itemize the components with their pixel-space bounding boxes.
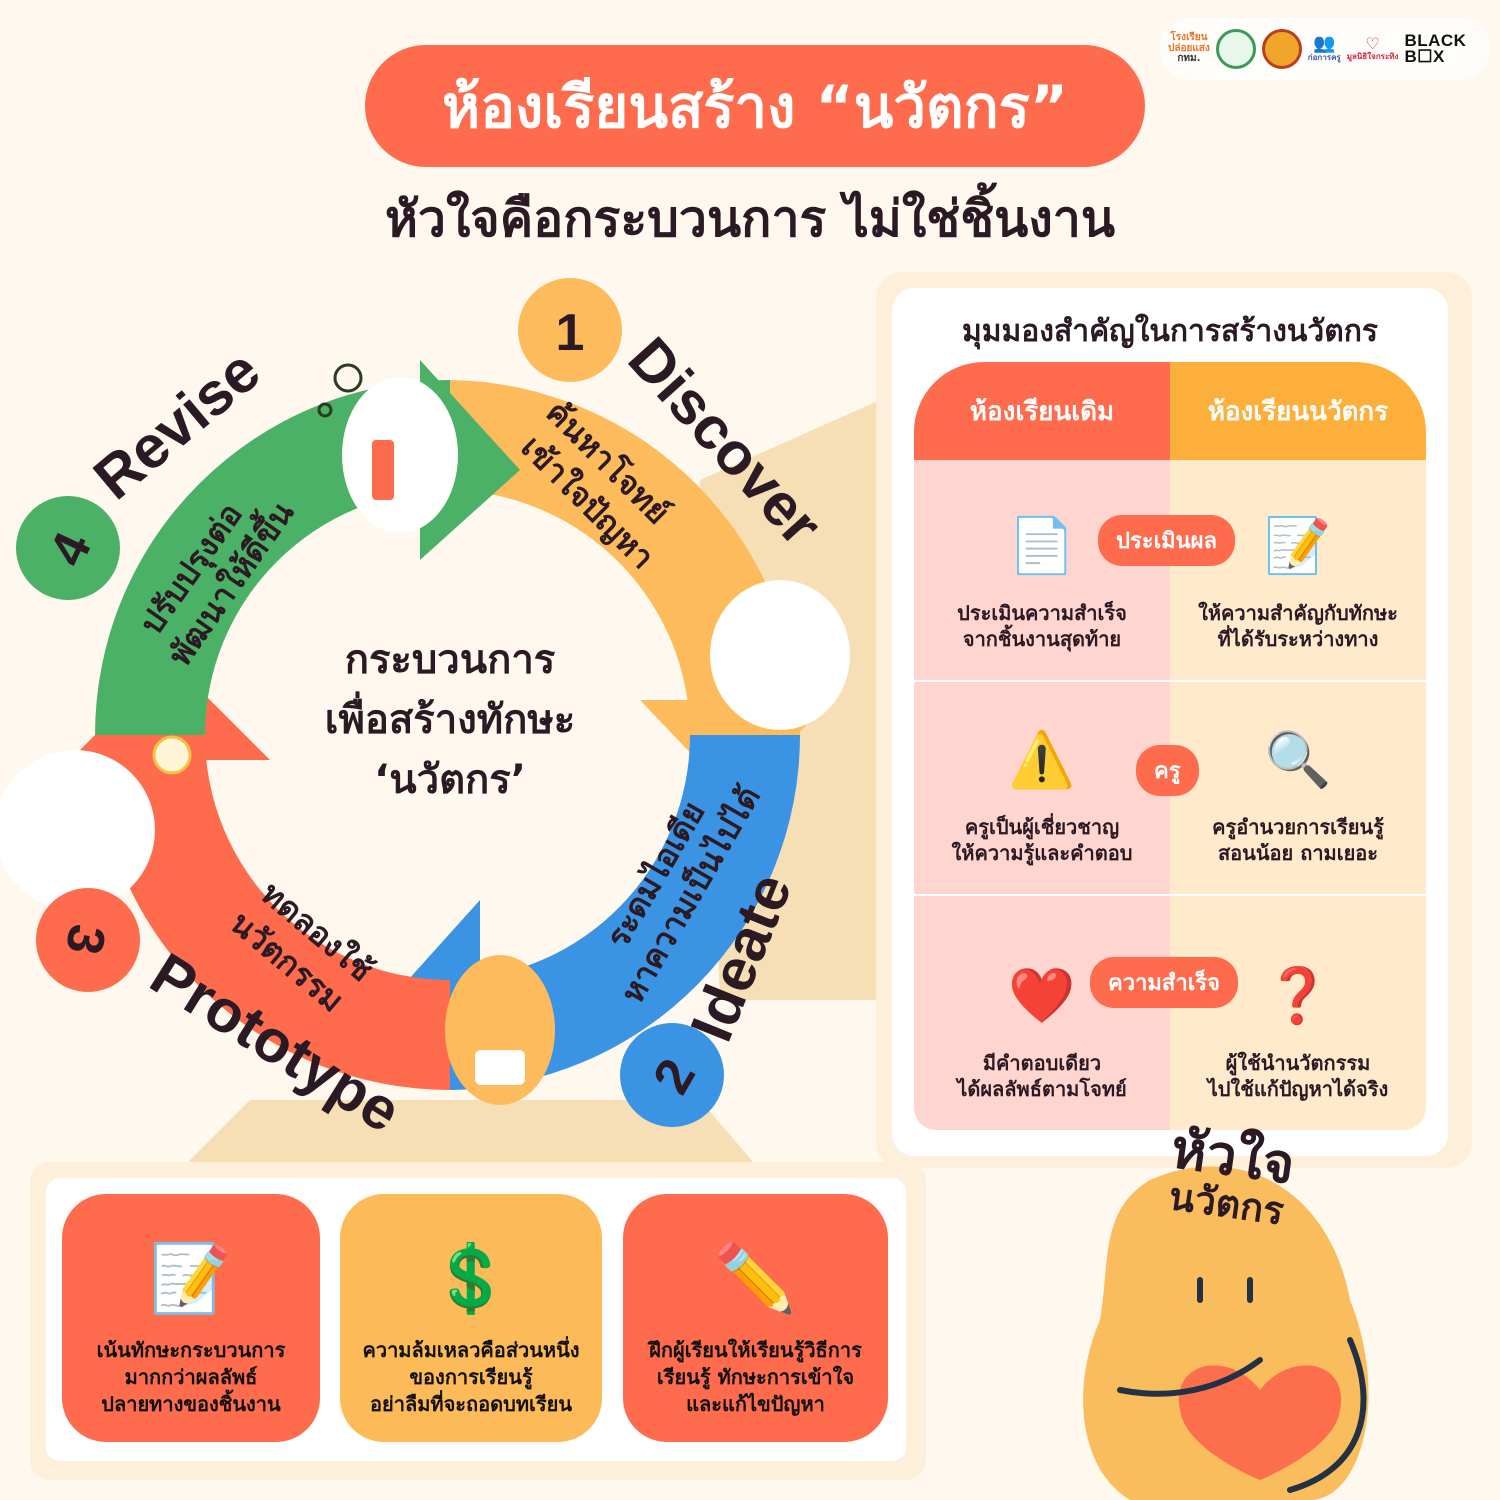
coin-arrow-icon: 💲 bbox=[429, 1239, 513, 1317]
center-line: ‘นวัตกร’ bbox=[374, 757, 526, 803]
character-discover bbox=[710, 580, 850, 730]
cell-innovator-assessment: 📝 ให้ความสำคัญกับทักษะ ที่ได้รับระหว่างท… bbox=[1170, 460, 1426, 682]
cell-line: ได้ผลลัพธ์ตามโจทย์ bbox=[957, 1077, 1127, 1101]
logo-line: กทม. bbox=[1177, 53, 1201, 65]
step-3-badge bbox=[36, 888, 140, 992]
logo-jaikrating: ♡ มูลนิธิใจกระทิง bbox=[1346, 34, 1399, 62]
cell-line: ที่ได้รับระหว่างทาง bbox=[1217, 627, 1379, 651]
card-line: อย่าลืมที่จะถอดบทเรียน bbox=[369, 1392, 572, 1416]
title-banner: ห้องเรียนสร้าง “นวัตกร” bbox=[365, 45, 1145, 167]
logo-korkarnkru: 👥 ก่อการครู bbox=[1307, 33, 1341, 63]
teacher-warning-icon: ⚠️ bbox=[1008, 727, 1076, 791]
lightbulb-icon bbox=[152, 735, 192, 775]
partner-logos: โรงเรียน ปล่อยแสง กทม. 👥 ก่อการครู ♡ มูล… bbox=[1160, 18, 1490, 80]
cell-line: มีคำตอบเดียว bbox=[982, 1051, 1102, 1075]
cell-line: ให้ความรู้และคำตอบ bbox=[951, 841, 1133, 865]
cell-line: ไปใช้แก้ปัญหาได้จริง bbox=[1207, 1077, 1389, 1101]
magnifier-check-icon: 🔍 bbox=[1264, 727, 1332, 791]
column-header-innovator: ห้องเรียนนวัตกร bbox=[1170, 362, 1426, 460]
card-line: เรียนรู้ ทักษะการเข้าใจ bbox=[656, 1365, 855, 1389]
bangkok-seal-icon bbox=[1215, 29, 1256, 69]
thought-bubble-icon bbox=[333, 363, 363, 393]
card-line: เน้นทักษะกระบวนการ bbox=[96, 1338, 286, 1362]
tip-card-failure: 💲 ความล้มเหลวคือส่วนหนึ่ง ของการเรียนรู้… bbox=[340, 1194, 602, 1442]
certificate-icon: 📄 bbox=[1008, 513, 1076, 577]
logo-blackbox: BLACK B☐X bbox=[1404, 30, 1467, 66]
pencil-paper-icon: 📝 bbox=[1264, 513, 1332, 577]
topic-tag-success: ความสำเร็จ bbox=[1090, 957, 1238, 1008]
cell-innovator-teacher: 🔍 ครูอำนวยการเรียนรู้ สอนน้อย ถามเยอะ bbox=[1170, 682, 1426, 896]
cell-innovator-success: ❓ ผู้ใช้นำนวัตกรรม ไปใช้แก้ปัญหาได้จริง bbox=[1170, 896, 1426, 1130]
character-revise bbox=[342, 377, 458, 533]
card-line: ของการเรียนรู้ bbox=[409, 1365, 533, 1389]
comparison-table: ห้องเรียนเดิม ห้องเรียนนวัตกร 📄 ประเมินค… bbox=[914, 362, 1426, 1130]
card-line: ปลายทางของชิ้นงาน bbox=[101, 1392, 281, 1416]
cell-line: สอนน้อย ถามเยอะ bbox=[1217, 841, 1379, 865]
logo-rongrian-ploysaeng: โรงเรียน ปล่อยแสง กทม. bbox=[1168, 33, 1210, 65]
center-line: กระบวนการ bbox=[344, 637, 556, 683]
topic-tag-assessment: ประเมินผล bbox=[1098, 515, 1236, 566]
topic-tag-teacher: ครู bbox=[1136, 745, 1199, 796]
logo-line: โรงเรียน bbox=[1170, 32, 1208, 44]
question-exclaim-icon: ❓ bbox=[1264, 963, 1332, 1027]
column-header-traditional: ห้องเรียนเดิม bbox=[914, 362, 1170, 460]
cell-traditional-success: ❤️ มีคำตอบเดียว ได้ผลลัพธ์ตามโจทย์ bbox=[914, 896, 1170, 1130]
step-2-badge bbox=[620, 1023, 724, 1127]
pencil-loop-icon: ✏️ bbox=[714, 1239, 797, 1317]
tip-card-learning: ✏️ ฝึกผู้เรียนให้เรียนรู้วิธีการ เรียนรู… bbox=[623, 1194, 888, 1442]
logo-label: มูลนิธิใจกระทิง bbox=[1346, 52, 1399, 62]
card-line: มากกว่าผลลัพธ์ bbox=[124, 1365, 258, 1389]
heart-money-icon: ❤️ bbox=[1008, 963, 1076, 1027]
cell-line: จากชิ้นงานสุดท้าย bbox=[962, 627, 1122, 651]
card-line: ความล้มเหลวคือส่วนหนึ่ง bbox=[362, 1338, 580, 1362]
logo-label: ก่อการครู bbox=[1307, 53, 1341, 63]
cell-traditional-teacher: ⚠️ ครูเป็นผู้เชี่ยวชาญ ให้ความรู้และคำตอ… bbox=[914, 682, 1170, 896]
cell-line: ครูเป็นผู้เชี่ยวชาญ bbox=[964, 815, 1120, 839]
heart-icon bbox=[1178, 1365, 1342, 1480]
card-line: ฝึกผู้เรียนให้เรียนรู้วิธีการ bbox=[649, 1338, 862, 1362]
cell-line: ประเมินความสำเร็จ bbox=[957, 601, 1127, 625]
card-line: และแก้ไขปัญหา bbox=[686, 1392, 825, 1416]
cell-line: ครูอำนวยการเรียนรู้ bbox=[1212, 815, 1384, 839]
cell-line: ผู้ใช้นำนวัตกรรม bbox=[1225, 1051, 1371, 1075]
logo-line: BLACK bbox=[1404, 30, 1467, 50]
center-line: เพื่อสร้างทักษะ bbox=[324, 697, 576, 743]
logo-line: B☐X bbox=[1404, 47, 1445, 66]
heart-book-icon: ♡ bbox=[1365, 34, 1380, 54]
comparison-title: มุมมองสำคัญในการสร้างนวัตกร bbox=[961, 314, 1379, 349]
process-cycle: 1 2 3 4 Discover Ideate Prototype Revise… bbox=[0, 278, 850, 1145]
page-title: ห้องเรียนสร้าง “นวัตกร” bbox=[441, 72, 1069, 141]
logo-line: ปล่อยแสง bbox=[1168, 42, 1210, 54]
checklist-speech-icon: 📝 bbox=[149, 1239, 233, 1317]
hourglass-icon bbox=[372, 440, 394, 500]
step-4-badge bbox=[16, 496, 120, 600]
character-prototype bbox=[0, 750, 155, 910]
step-1-badge bbox=[518, 278, 622, 382]
mascot-character bbox=[1083, 1166, 1369, 1500]
dharma-wheel-icon bbox=[1261, 29, 1302, 69]
paper-icon bbox=[475, 1050, 525, 1085]
step-1-number: 1 bbox=[556, 304, 585, 362]
tip-card-process: 📝 เน้นทักษะกระบวนการ มากกว่าผลลัพธ์ ปลาย… bbox=[62, 1194, 320, 1442]
cell-traditional-assessment: 📄 ประเมินความสำเร็จ จากชิ้นงานสุดท้าย bbox=[914, 460, 1170, 682]
page-subtitle: หัวใจคือกระบวนการ ไม่ใช่ชิ้นงาน bbox=[384, 190, 1116, 248]
cycle-center-label: กระบวนการ เพื่อสร้างทักษะ ‘นวัตกร’ bbox=[250, 630, 650, 810]
cell-line: ให้ความสำคัญกับทักษะ bbox=[1198, 601, 1398, 625]
character-ideate bbox=[445, 955, 555, 1105]
people-icon: 👥 bbox=[1313, 33, 1336, 55]
